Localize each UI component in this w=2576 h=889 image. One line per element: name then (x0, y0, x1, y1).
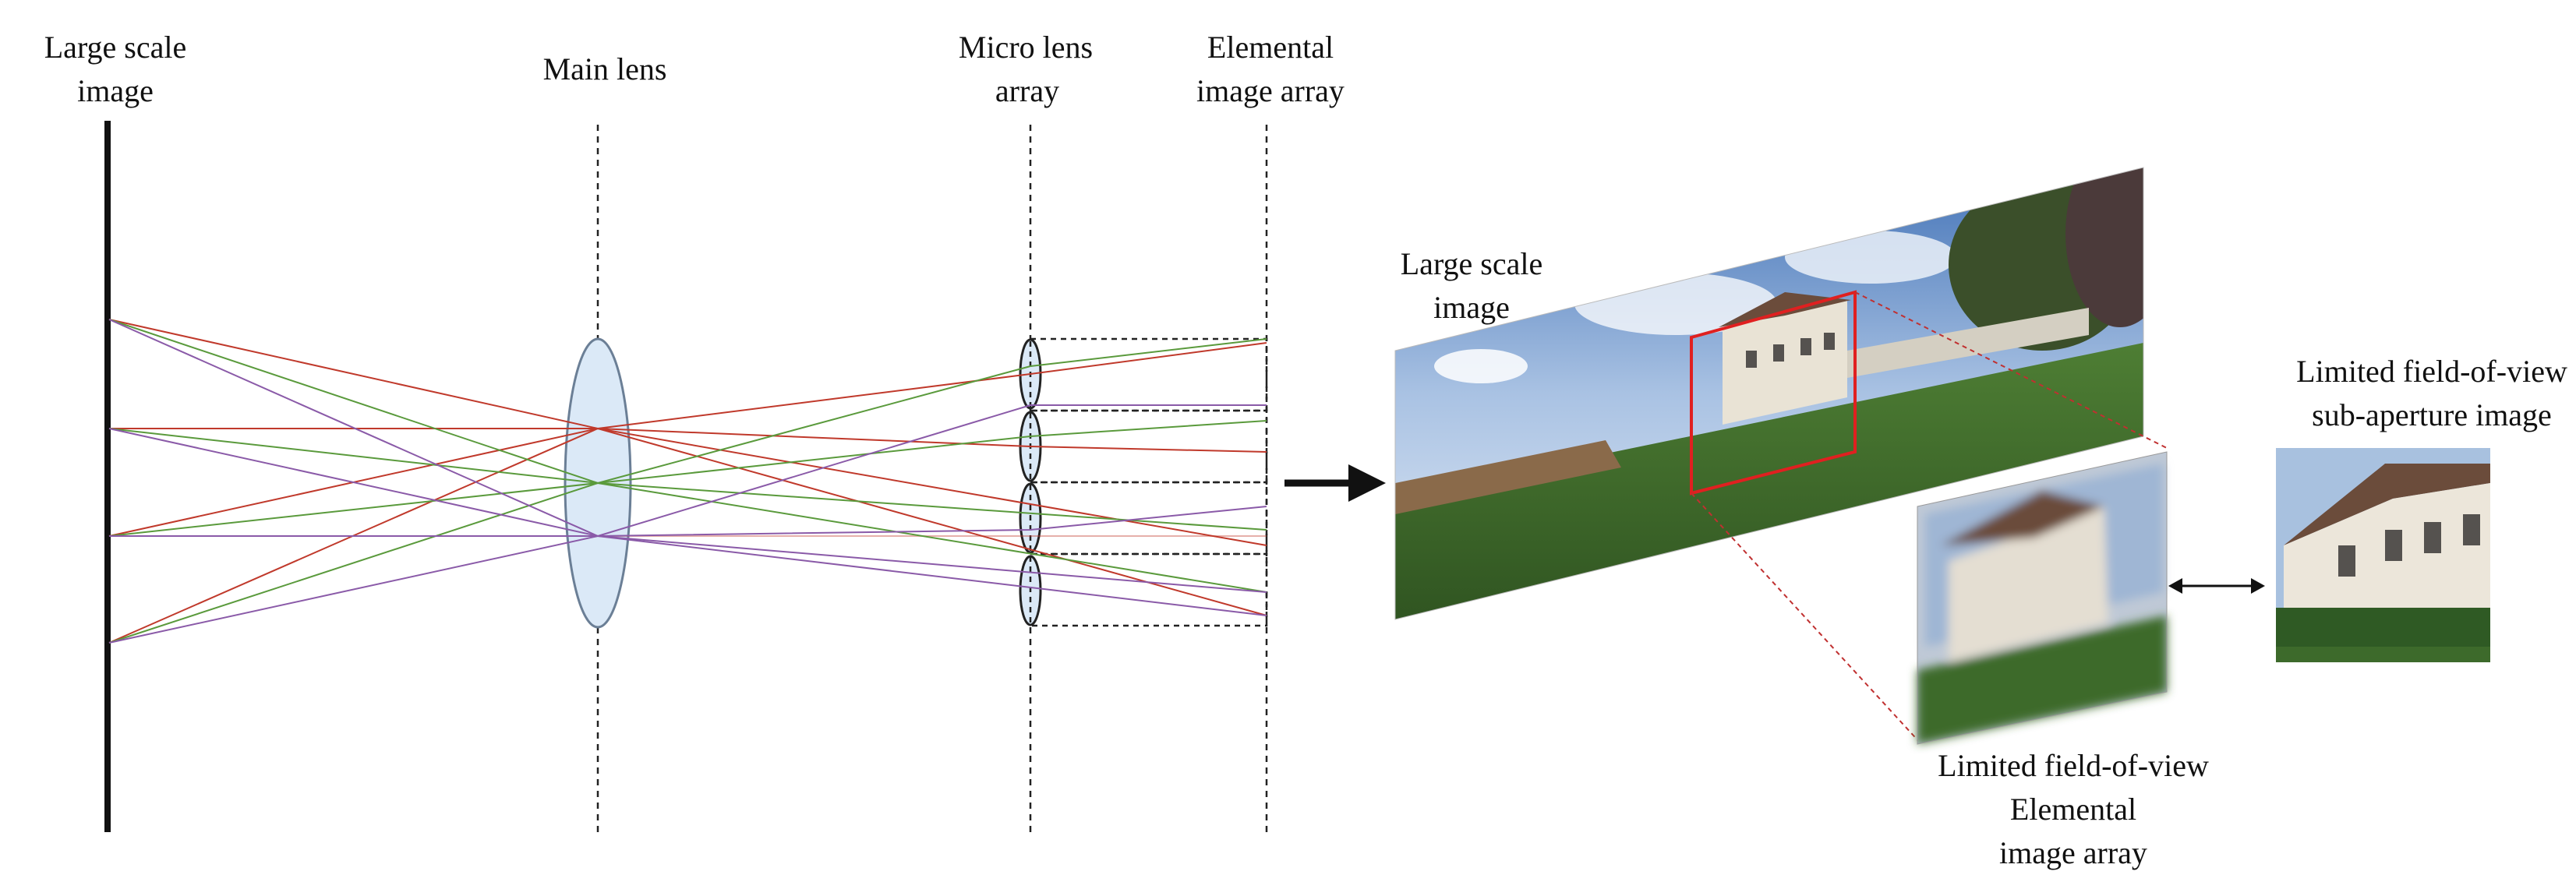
micro-lens-label-line1: Micro lens (959, 30, 1093, 65)
large-scale-image-label-line1: Large scale (44, 30, 186, 65)
micro-lens-label-line2: array (995, 73, 1059, 108)
sub-aperture-image (2276, 448, 2490, 662)
ray-green (108, 338, 1267, 644)
elemental-image-array-thumbnail (1917, 451, 2168, 745)
ray-green (108, 420, 1267, 537)
lf-elemental-label-line1: Limited field-of-view (1938, 748, 2209, 783)
sub-aperture-label-line2: sub-aperture image (2312, 397, 2552, 432)
left-right-arrow-icon (2168, 578, 2265, 594)
sub-aperture-label-line1: Limited field-of-view (2296, 354, 2567, 389)
ray-red (108, 342, 1267, 644)
ray-purple (109, 506, 1267, 537)
elemental-label-line1: Elemental (1207, 30, 1334, 65)
connector-line (1854, 291, 2168, 449)
ray-red (109, 428, 1267, 546)
elemental-label-line2: image array (1196, 73, 1345, 108)
rays (108, 319, 1267, 644)
main-lens-label: Main lens (543, 51, 667, 86)
scene-large-label-line2: image (1433, 290, 1510, 325)
lf-elemental-label-line2: Elemental (2010, 792, 2136, 827)
right-arrow-icon (1284, 464, 1386, 502)
scene-border (1394, 167, 2144, 620)
scene-large-label-line1: Large scale (1401, 246, 1542, 281)
large-scale-image-label-line2: image (77, 73, 154, 108)
highlight-region (1690, 290, 1857, 496)
ray-purple (108, 404, 1267, 644)
ray-green (108, 319, 1267, 593)
lf-elemental-label-line3: image array (1999, 835, 2147, 870)
connector-line (1691, 492, 1922, 745)
